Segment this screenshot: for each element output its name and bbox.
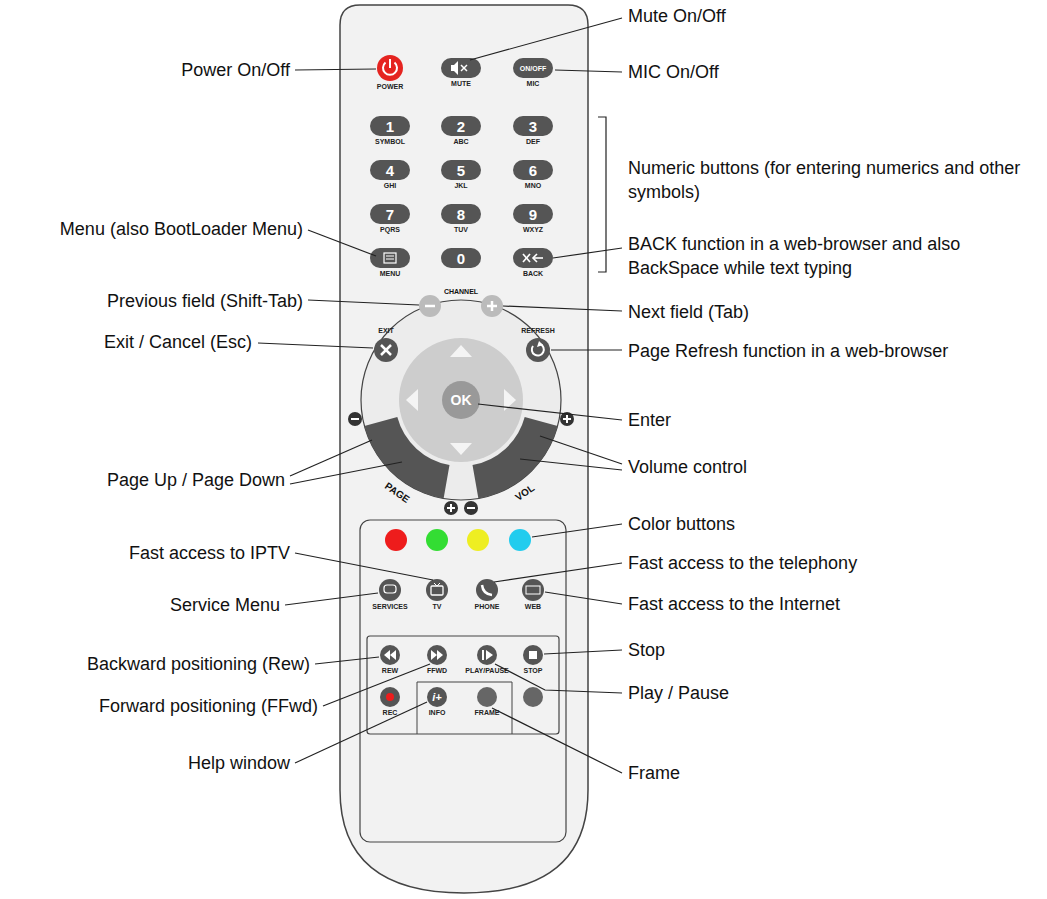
remote-button: PLAY/PAUSE (477, 645, 497, 665)
callout-label: Power On/Off (181, 58, 290, 82)
button-text: ON/OFF (520, 65, 546, 72)
button-caption: MNO (525, 182, 541, 189)
button-caption: MUTE (451, 80, 471, 87)
button-text: 6 (529, 163, 537, 178)
remote-button: TV (426, 579, 448, 601)
remote-button: REC (380, 687, 400, 707)
remote-button: EXIT (374, 338, 398, 362)
button-caption: FRAME (475, 709, 500, 716)
callout-label: Fast access to the Internet (628, 592, 840, 616)
remote-button: 6MNO (513, 160, 553, 180)
button-caption: SERVICES (372, 603, 407, 610)
callout-label: Play / Pause (628, 681, 729, 705)
callout-label: Backward positioning (Rew) (87, 652, 310, 676)
button-caption: DEF (526, 138, 540, 145)
remote-button: 3DEF (513, 116, 553, 136)
button-caption: EXIT (378, 327, 394, 334)
button-caption: REFRESH (521, 327, 554, 334)
button-text: 3 (529, 119, 537, 134)
callout-label: Previous field (Shift-Tab) (107, 289, 303, 313)
remote-button: 2ABC (441, 116, 481, 136)
button-caption: GHI (384, 182, 396, 189)
button-caption: TUV (454, 226, 468, 233)
callout-label: Volume control (628, 455, 747, 479)
remote-button: BACK (513, 248, 553, 268)
button-caption: PLAY/PAUSE (465, 667, 509, 674)
callout-label: Color buttons (628, 512, 735, 536)
callout-label: Stop (628, 638, 665, 662)
button-text: i+ (432, 692, 441, 703)
remote-button: POWER (377, 55, 403, 81)
remote-button: MENU (370, 248, 410, 268)
button-text: 7 (386, 207, 394, 222)
button-caption: INFO (429, 709, 446, 716)
button-caption: POWER (377, 83, 403, 90)
remote-button: STOP (523, 645, 543, 665)
button-text: 8 (457, 207, 465, 222)
remote-button: FFWD (427, 645, 447, 665)
remote-button: 0 (441, 248, 481, 268)
callout-label: Help window (188, 751, 290, 775)
callout-label: Page Refresh function in a web-browser (628, 339, 948, 363)
remote-button: 8TUV (441, 204, 481, 224)
callout-label: Frame (628, 761, 680, 785)
callout-label: Mute On/Off (628, 4, 726, 28)
callout-label: Forward positioning (FFwd) (99, 694, 318, 718)
remote-button: 7PQRS (370, 204, 410, 224)
remote-button: PHONE (476, 579, 498, 601)
callout-label: Next field (Tab) (628, 300, 749, 324)
remote-button: REFRESH (526, 338, 550, 362)
remote-button: ON/OFFMIC (513, 58, 553, 78)
remote-button: SERVICES (379, 579, 401, 601)
callout-label: Fast access to the telephony (628, 551, 857, 575)
remote-button: 4GHI (370, 160, 410, 180)
button-caption: MIC (527, 80, 540, 87)
remote-button: FRAME (477, 687, 497, 707)
remote-button: WEB (522, 579, 544, 601)
button-caption: JKL (454, 182, 467, 189)
callout-label: Service Menu (170, 593, 280, 617)
remote-button: 9WXYZ (513, 204, 553, 224)
remote-button: REW (380, 645, 400, 665)
remote-button: OK (443, 382, 479, 418)
button-text: 4 (386, 163, 394, 178)
callout-label: BACK function in a web-browser and also … (628, 232, 1038, 281)
remote-button: i+INFO (427, 687, 447, 707)
button-caption: REC (383, 709, 398, 716)
button-caption: WEB (525, 603, 541, 610)
callout-label: Fast access to IPTV (129, 541, 290, 565)
button-text: 0 (457, 251, 465, 266)
button-text: 5 (457, 163, 465, 178)
button-caption: FFWD (427, 667, 447, 674)
button-caption: PHONE (475, 603, 500, 610)
button-caption: PQRS (380, 226, 400, 233)
button-text: 1 (386, 119, 394, 134)
printed-label: CHANNEL (444, 288, 478, 295)
button-caption: BACK (523, 270, 543, 277)
button-caption: ABC (453, 138, 468, 145)
button-caption: MENU (380, 270, 401, 277)
remote-button: MUTE (441, 58, 481, 78)
button-caption: WXYZ (523, 226, 543, 233)
remote-button: 1SYMBOL (370, 116, 410, 136)
callout-label: Exit / Cancel (Esc) (104, 330, 252, 354)
callout-label: Menu (also BootLoader Menu) (60, 217, 303, 241)
button-caption: STOP (524, 667, 543, 674)
button-caption: TV (433, 603, 442, 610)
button-text: 2 (457, 119, 465, 134)
callout-label: Page Up / Page Down (107, 468, 285, 492)
button-text: 9 (529, 207, 537, 222)
callout-label: Numeric buttons (for entering numerics a… (628, 156, 1028, 205)
callout-label: Enter (628, 408, 671, 432)
remote-button: 5JKL (441, 160, 481, 180)
button-caption: REW (382, 667, 398, 674)
button-caption: SYMBOL (375, 138, 405, 145)
callout-label: MIC On/Off (628, 60, 719, 84)
button-text: OK (451, 393, 472, 407)
